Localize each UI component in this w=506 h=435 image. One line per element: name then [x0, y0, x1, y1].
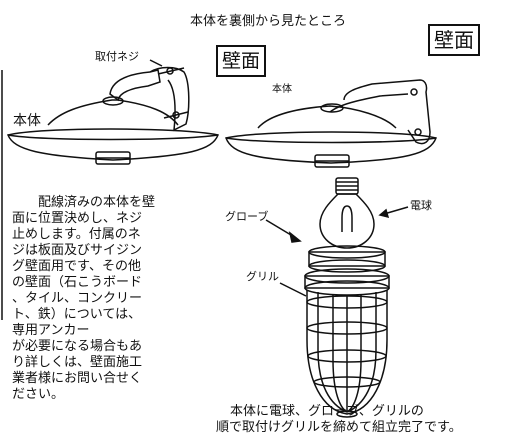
- assembly-note: 本体に電球、グローブ、グリルの 順で取付けグリルを締めて組立完了です。: [216, 404, 504, 435]
- bulb-arrow: [380, 210, 388, 217]
- body-label-right: 本体: [272, 84, 292, 95]
- globe-arrow: [290, 233, 300, 242]
- bulb-label: 電球: [410, 199, 432, 212]
- assembly-note-line-2: 順で取付けグリルを締めて組立完了です。: [216, 420, 462, 435]
- instruction-line: 専用アンカー: [12, 323, 90, 338]
- instruction-line: ジは板面及びサイジン: [12, 243, 143, 258]
- screw-label: 取付ネジ: [95, 50, 139, 63]
- light-bulb: [320, 178, 374, 248]
- mounting-screw: [158, 68, 184, 74]
- instruction-text: 配線済みの本体を壁 面に位置決めし、ネジ 止めします。付属のネ ジは板面及びサイ…: [12, 195, 208, 403]
- instruction-line: 面に位置決めし、ネジ: [12, 211, 143, 226]
- bulb-leader: [384, 207, 408, 214]
- instruction-line: ださい。: [12, 387, 65, 402]
- instruction-line: が必要になる場合もあ: [12, 339, 143, 354]
- globe-label: グローブ: [225, 210, 269, 223]
- instruction-line: り詳しくは、壁面施工: [12, 355, 143, 370]
- body-label-left: 本体: [13, 113, 41, 129]
- wall-box-center: 壁面: [216, 45, 267, 77]
- instruction-line: 止めします。付属のネ: [12, 227, 141, 242]
- globe-and-grille: [305, 246, 389, 417]
- mounting-screw: [164, 112, 188, 118]
- grille-label: グリル: [246, 270, 279, 283]
- wall-box-top: 壁面: [428, 24, 480, 56]
- instruction-line: 配線済みの本体を壁: [38, 195, 156, 210]
- instruction-line: 業者様にお問い合せく: [12, 371, 143, 386]
- grille-leader: [280, 283, 306, 296]
- screw-leader: [150, 60, 162, 66]
- right-fixture: [226, 80, 436, 167]
- left-fixture: [8, 68, 218, 165]
- instruction-line: グ壁面用です、その他: [12, 259, 141, 274]
- instruction-line: 、タイル、コンクリー: [12, 291, 143, 306]
- view-caption: 本体を裏側から見たところ: [190, 14, 347, 29]
- instruction-line: ト、鉄）については、: [12, 307, 142, 322]
- assembly-note-line-1: 本体に電球、グローブ、グリルの: [230, 404, 424, 419]
- instruction-line: の壁面（石こうボード: [12, 275, 143, 290]
